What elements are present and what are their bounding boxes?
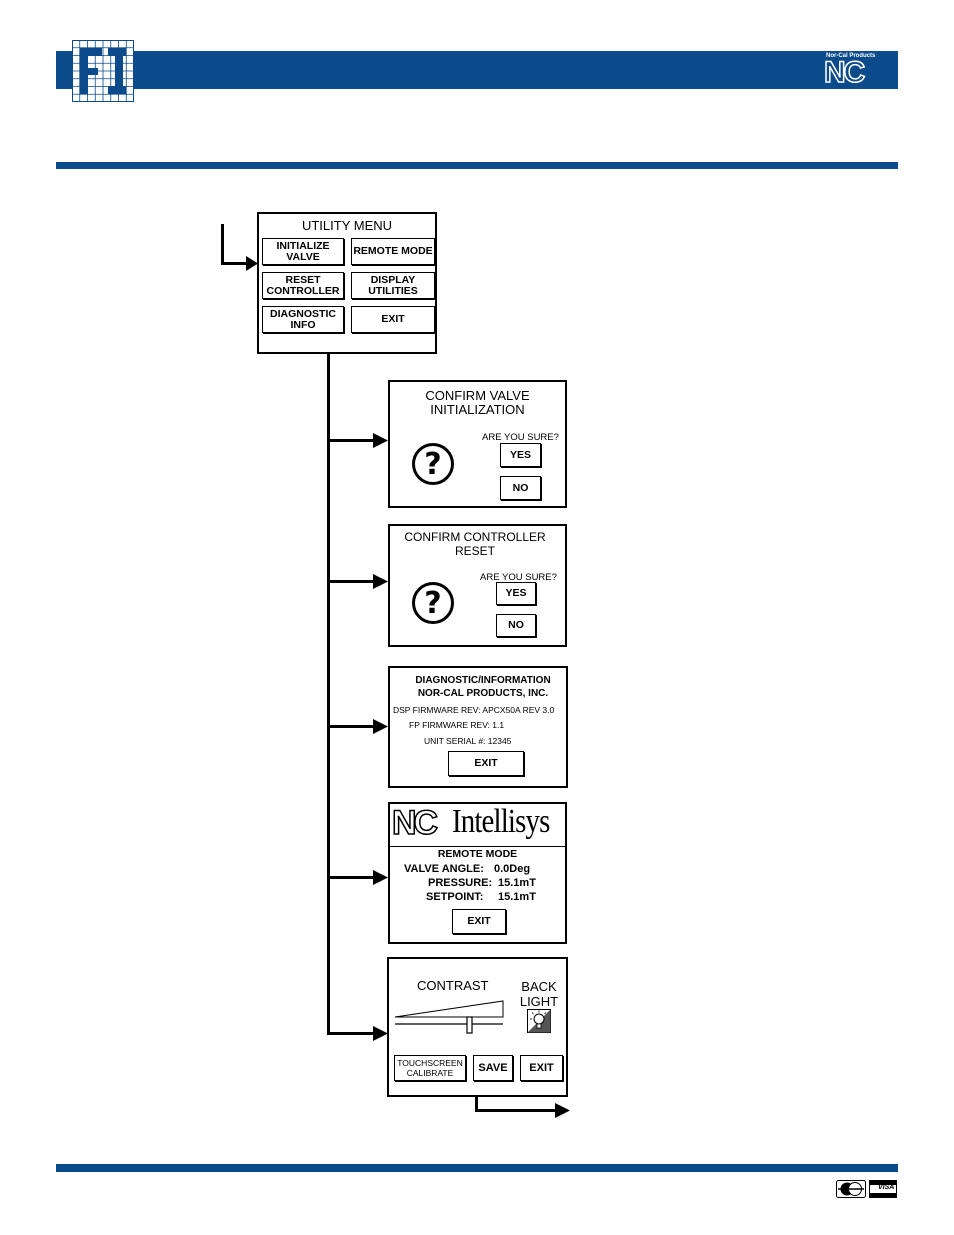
branch-line-2 <box>327 580 375 583</box>
confirm-valve-question: ARE YOU SURE? <box>482 432 559 443</box>
exit-line-vertical <box>475 1096 478 1112</box>
backlight-bulb-icon[interactable] <box>527 1009 551 1033</box>
branch-line-4 <box>327 876 375 879</box>
confirm-reset-question: ARE YOU SURE? <box>480 572 557 583</box>
branch-line-1 <box>327 439 375 442</box>
visa-text: VISA <box>878 1184 895 1191</box>
diagnostic-serial: UNIT SERIAL #: 12345 <box>424 736 512 746</box>
confirm-reset-no-button[interactable]: NO <box>496 614 536 637</box>
grid-logo-icon <box>72 40 134 102</box>
diagnostic-screen: DIAGNOSTIC/INFORMATION NOR-CAL PRODUCTS,… <box>388 666 568 788</box>
valve-angle-value: 0.0Deg <box>494 863 531 875</box>
branch-line-3 <box>327 725 375 728</box>
remote-mode-button[interactable]: REMOTE MODE <box>351 238 435 265</box>
branch-arrowhead-1 <box>373 433 388 448</box>
brand-small-text: Nor-Cal Products <box>826 53 876 59</box>
contrast-slider[interactable] <box>393 999 507 1037</box>
header-rule <box>56 162 898 169</box>
trunk-line <box>327 353 330 1035</box>
intellisys-logo <box>390 804 565 847</box>
header-bar <box>56 51 898 89</box>
diagnostic-exit-button[interactable]: EXIT <box>448 751 524 776</box>
entry-line-horizontal <box>221 262 249 265</box>
utility-menu-screen: UTILITY MENU INITIALIZE VALVE REMOTE MOD… <box>257 212 437 354</box>
diagnostic-title: DIAGNOSTIC/INFORMATION <box>415 675 551 686</box>
branch-arrowhead-2 <box>373 574 388 589</box>
setpoint-value: 15.1mT <box>498 891 536 903</box>
contrast-label: CONTRAST <box>417 978 489 993</box>
intellisys-logo-text: Intellisys <box>452 803 550 840</box>
display-utilities-button[interactable]: DISPLAY UTILITIES <box>351 272 435 299</box>
initialize-valve-button[interactable]: INITIALIZE VALVE <box>262 238 344 265</box>
confirm-reset-yes-button[interactable]: YES <box>496 582 536 605</box>
display-utilities-screen: CONTRAST BACK LIGHT TOUCHSCREEN CALIBRAT… <box>387 957 568 1097</box>
confirm-valve-yes-button[interactable]: YES <box>500 443 541 467</box>
branch-arrowhead-4 <box>373 870 388 885</box>
diagnostic-fp-rev: FP FIRMWARE REV: 1.1 <box>409 720 505 730</box>
branch-line-5 <box>327 1032 375 1035</box>
exit-line-horizontal <box>475 1109 557 1112</box>
question-icon: ? <box>412 443 454 485</box>
diagnostic-company: NOR-CAL PRODUCTS, INC. <box>417 688 549 699</box>
pressure-value: 15.1mT <box>498 877 536 889</box>
display-save-button[interactable]: SAVE <box>473 1055 513 1081</box>
confirm-valve-screen: CONFIRM VALVE INITIALIZATION ? ARE YOU S… <box>388 380 567 508</box>
visa-icon: VISA <box>869 1180 897 1198</box>
valve-angle-label: VALVE ANGLE: <box>404 863 484 875</box>
branch-arrowhead-3 <box>373 719 388 734</box>
question-icon: ? <box>412 582 454 624</box>
diagnostic-dsp-rev: DSP FIRMWARE REV: APCX50A REV 3.0 <box>393 705 555 715</box>
branch-arrowhead-5 <box>373 1026 388 1041</box>
diagnostic-info-button[interactable]: DIAGNOSTIC INFO <box>262 306 344 333</box>
utility-exit-button[interactable]: EXIT <box>351 306 435 333</box>
reset-controller-button[interactable]: RESET CONTROLLER <box>262 272 344 299</box>
entry-arrowhead <box>246 256 258 271</box>
confirm-valve-title: CONFIRM VALVE INITIALIZATION <box>425 388 530 417</box>
intellisys-nc-logo: NC <box>391 803 439 843</box>
utility-menu-title: UTILITY MENU <box>301 218 393 233</box>
footer-rule <box>56 1164 898 1172</box>
touchscreen-calibrate-button[interactable]: TOUCHSCREEN CALIBRATE <box>394 1055 466 1081</box>
backlight-label: BACK LIGHT <box>519 979 559 1009</box>
confirm-valve-no-button[interactable]: NO <box>500 476 541 500</box>
brand-nc-logo: NC <box>823 56 866 89</box>
display-exit-button[interactable]: EXIT <box>520 1055 563 1081</box>
pressure-label: PRESSURE: <box>428 877 493 889</box>
remote-mode-screen: NC Intellisys REMOTE MODE VALVE ANGLE: 0… <box>388 802 567 944</box>
card-logo-icon <box>836 1180 866 1198</box>
entry-line-vertical <box>221 224 224 265</box>
confirm-reset-title: CONFIRM CONTROLLER RESET <box>404 530 546 558</box>
setpoint-label: SETPOINT: <box>426 891 484 903</box>
confirm-reset-screen: CONFIRM CONTROLLER RESET ? ARE YOU SURE?… <box>388 524 567 647</box>
remote-exit-button[interactable]: EXIT <box>452 909 506 934</box>
remote-mode-title: REMOTE MODE <box>437 848 518 860</box>
exit-arrowhead <box>555 1103 570 1118</box>
